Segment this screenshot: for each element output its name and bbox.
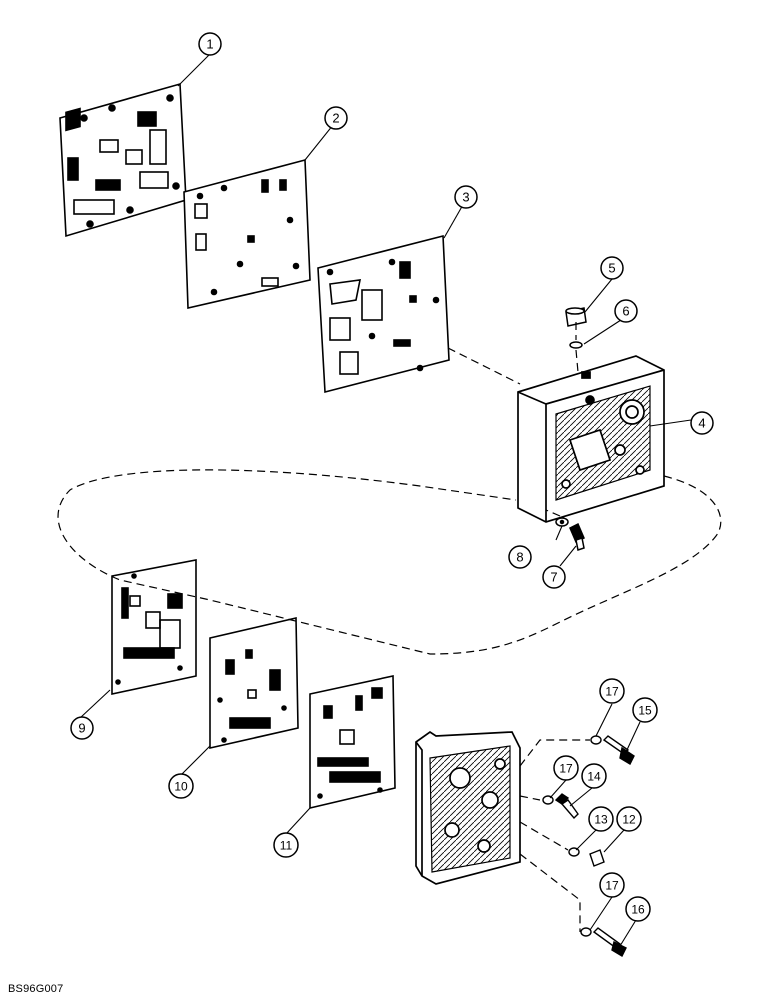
- callout-10: 10: [168, 773, 194, 799]
- callout-1-label: 1: [206, 37, 213, 52]
- callout-2-label: 2: [332, 111, 339, 126]
- assembly-lines: [57, 322, 722, 932]
- callout-6-label: 6: [622, 304, 629, 319]
- callout-15: 15: [632, 697, 658, 723]
- plate-part-10: [209, 616, 299, 750]
- plug-part-5: [565, 307, 587, 327]
- plug-part-12: [589, 849, 605, 867]
- washer-part-17-middle: [542, 795, 554, 805]
- callout-4: 4: [690, 411, 714, 435]
- bolt-part-16: [592, 927, 627, 957]
- callout-10-label: 10: [174, 780, 188, 794]
- callout-17-middle-label: 17: [559, 762, 573, 776]
- washer-part-17-top: [590, 735, 602, 745]
- callout-16-label: 16: [631, 903, 645, 917]
- lower-valve-body: [415, 730, 521, 885]
- bolt-part-15: [602, 735, 635, 765]
- callout-5: 5: [600, 256, 624, 280]
- callout-5-label: 5: [608, 261, 615, 276]
- callout-2: 2: [324, 106, 348, 130]
- bolt-part-7: [569, 522, 585, 551]
- leader-lines: [79, 54, 692, 947]
- callout-8: 8: [508, 545, 532, 569]
- callout-12-label: 12: [622, 813, 636, 827]
- callout-17-bottom-label: 17: [605, 879, 619, 893]
- valve-body-part-4: [517, 355, 665, 523]
- callout-3: 3: [454, 185, 478, 209]
- callout-14-label: 14: [587, 770, 601, 784]
- washer-part-17-bottom: [580, 927, 592, 937]
- separator-plate-part-2: [183, 158, 311, 309]
- callout-7-label: 7: [550, 570, 557, 585]
- callout-4-label: 4: [698, 416, 705, 431]
- callout-8-label: 8: [516, 550, 523, 565]
- callout-11-label: 11: [280, 839, 293, 853]
- callout-14: 14: [581, 763, 607, 789]
- callout-9-label: 9: [78, 721, 85, 736]
- o-ring-part-6: [569, 341, 583, 349]
- callout-6: 6: [614, 299, 638, 323]
- callout-12: 12: [616, 806, 642, 832]
- gasket-part-1: [59, 82, 187, 238]
- callout-17-bottom: 17: [599, 872, 625, 898]
- callout-13: 13: [588, 806, 614, 832]
- plate-part-9: [111, 559, 197, 695]
- callout-9: 9: [70, 716, 94, 740]
- callout-11: 11: [273, 832, 299, 858]
- callout-7: 7: [542, 565, 566, 589]
- washer-part-8: [555, 517, 569, 527]
- callout-16: 16: [625, 896, 651, 922]
- callout-3-label: 3: [462, 190, 469, 205]
- bolt-part-14: [554, 793, 579, 820]
- callout-1: 1: [198, 32, 222, 56]
- callout-17-top-label: 17: [605, 685, 619, 699]
- figure-reference-code: BS96G007: [8, 983, 64, 995]
- callout-15-label: 15: [638, 704, 652, 718]
- callout-13-label: 13: [594, 813, 608, 827]
- callout-17-top: 17: [599, 678, 625, 704]
- separator-plate-part-3: [317, 234, 450, 394]
- callout-17-middle: 17: [553, 755, 579, 781]
- plate-part-11: [309, 675, 396, 810]
